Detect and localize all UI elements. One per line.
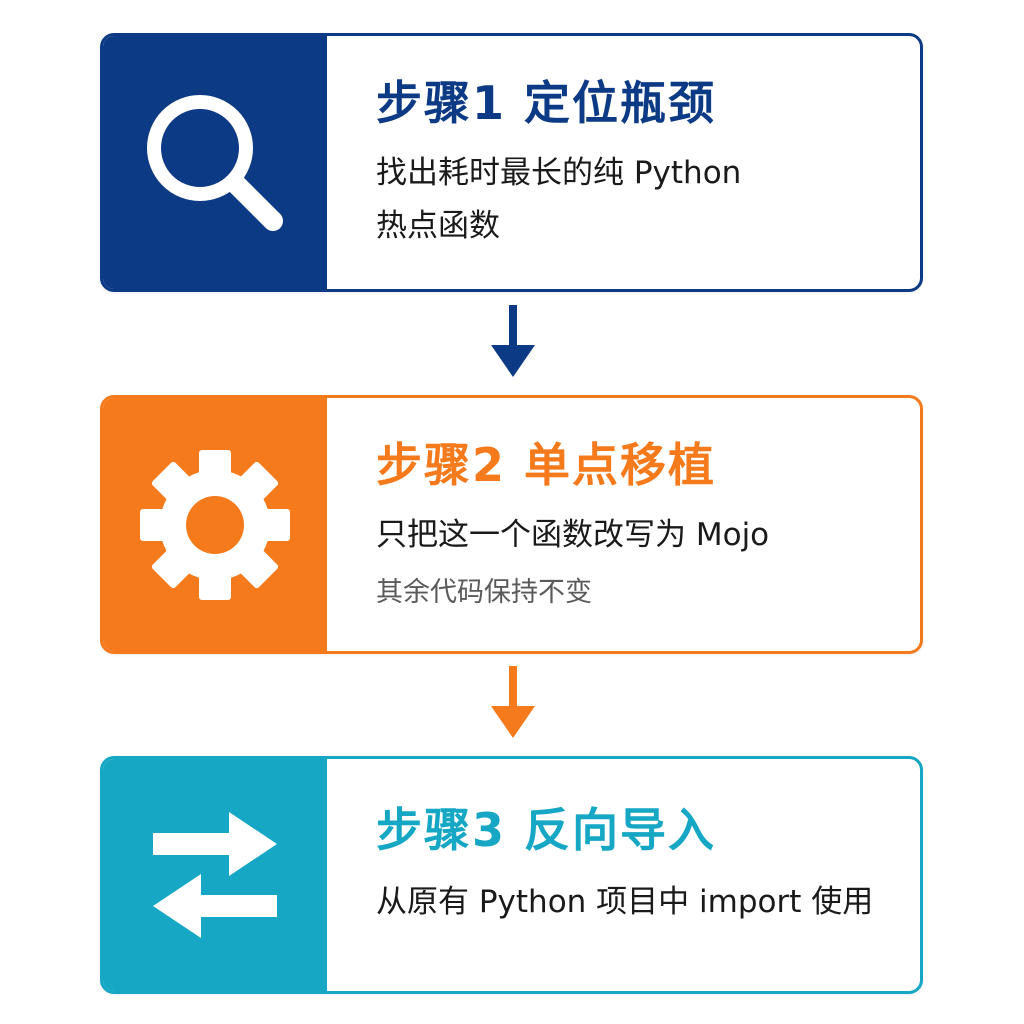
step-3-description-line-1: 从原有 Python 项目中 import 使用: [376, 884, 874, 920]
arrow-down-icon: [491, 666, 535, 738]
step-1-description-line-2: 热点函数: [376, 208, 500, 244]
step-3-title: 步骤3 反向导入: [376, 803, 717, 857]
step-1-title: 步骤1 定位瓶颈: [376, 76, 717, 130]
swap-arrows-icon: [153, 812, 277, 938]
step-2-description-line-2: 其余代码保持不变: [376, 577, 592, 608]
step-3-content: 步骤3 反向导入 从原有 Python 项目中 import 使用: [327, 759, 920, 991]
step-card-2: 步骤2 单点移植 只把这一个函数改写为 Mojo 其余代码保持不变: [100, 395, 923, 654]
step-1-description-line-1: 找出耗时最长的纯 Python: [376, 155, 742, 191]
step-2-description-line-1: 只把这一个函数改写为 Mojo: [376, 517, 770, 553]
step-card-1: 步骤1 定位瓶颈 找出耗时最长的纯 Python 热点函数: [100, 33, 923, 292]
step-2-content: 步骤2 单点移植 只把这一个函数改写为 Mojo 其余代码保持不变: [327, 398, 920, 651]
step-1-icon-panel: [103, 36, 327, 289]
step-1-content: 步骤1 定位瓶颈 找出耗时最长的纯 Python 热点函数: [327, 36, 920, 289]
arrow-down-icon: [491, 305, 535, 377]
step-card-3: 步骤3 反向导入 从原有 Python 项目中 import 使用: [100, 756, 923, 994]
step-2-title: 步骤2 单点移植: [376, 438, 717, 492]
search-icon: [147, 94, 283, 231]
step-2-icon-panel: [103, 398, 327, 651]
step-3-icon-panel: [103, 759, 327, 991]
gear-icon: [140, 449, 290, 600]
